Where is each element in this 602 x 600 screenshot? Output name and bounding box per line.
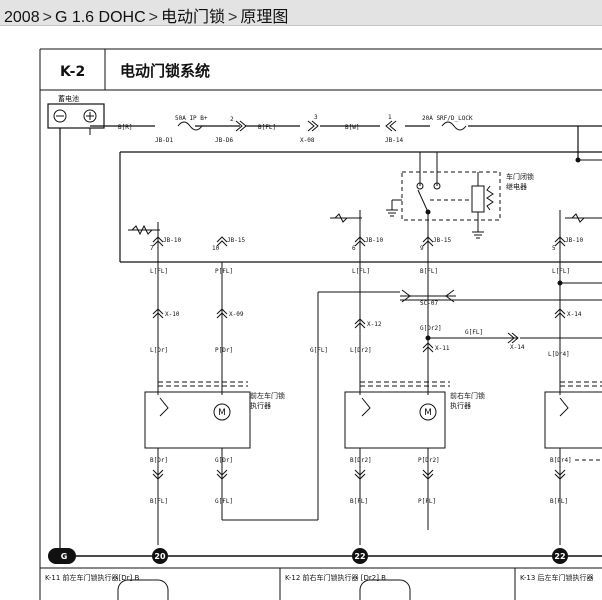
wire-label: G[FL] [310,347,328,354]
ground-label-20: 20 [154,552,166,561]
motor-icon: M [424,408,432,418]
connector-label: X-08 [300,137,315,144]
wire-label: L[FL] [352,268,370,275]
wire-label: B[R] [118,124,132,131]
pin-label: 7 [150,245,154,252]
breadcrumb-separator: > [227,9,238,26]
connector-title: K-13 后左车门锁执行器 [520,573,594,582]
wire-label: G[Dr] [215,457,233,464]
ground-marker-g [48,548,76,564]
ground-marker-22b [552,548,568,564]
actuator-label: 前右车门锁 [450,391,485,400]
relay-label: 车门闭锁 [506,172,534,181]
connector-label: JB-10 [565,237,583,244]
connector-label: X-12 [367,321,382,328]
wire-label: L[Dr4] [548,351,570,358]
pin-label: 10 [212,245,220,252]
diagram-title: 电动门锁系统 [120,62,210,80]
actuator-label: 前左车门锁 [250,391,285,400]
ground-marker-20 [152,548,168,564]
pin-label: 9 [420,245,424,252]
fuse-label: 20A SRF/D_LOCK [422,115,473,122]
wire-label: B[FL] [420,268,438,275]
wire-label: B[W] [345,124,359,131]
connector-label: JB-10 [163,237,181,244]
wire-label: G[Dr2] [420,325,442,332]
wire-label: P[FL] [418,498,436,505]
connector-title: K-12 前右车门锁执行器 [Dr2] B [285,573,386,582]
wire-label: P[Dr2] [418,457,440,464]
wire-label: B[Dr] [150,457,168,464]
pin-label: 6 [352,245,356,252]
wire-label: B[Dr2] [350,457,372,464]
breadcrumb-engine[interactable]: G 1.6 DOHC [54,9,146,26]
ground-marker-22a [352,548,368,564]
wire-label: L[FL] [552,268,570,275]
breadcrumb-system[interactable]: 电动门锁 [160,9,225,26]
actuator-label: 执行器 [450,401,471,410]
connector-label: JB-14 [385,137,403,144]
wire-label: G[FL] [465,329,483,336]
breadcrumb-year[interactable]: 2008 [4,9,40,26]
pin-label: 3 [314,114,318,121]
ground-label-g: G [61,552,68,561]
connector-label: X-10 [165,311,180,318]
diagram-code: K-2 [60,64,85,80]
breadcrumb-separator: > [148,9,158,26]
breadcrumb-separator: > [42,9,52,26]
wire-label: B[FL] [150,498,168,505]
wire-label: B[Dr4] [550,457,572,464]
connector-label: X-14 [510,344,525,351]
wire-label: B[FL] [550,498,568,505]
actuator-label: 执行器 [250,401,271,410]
pin-label: 1 [388,114,392,121]
connector-title: K-11 前左车门锁执行器[Dr] B [45,573,139,582]
relay-label: 继电器 [506,182,527,191]
splice-label: SC-07 [420,300,438,307]
wire-label: B[FL] [350,498,368,505]
motor-icon: M [218,408,226,418]
wire-label: P[Dr] [215,347,233,354]
connector-label: JB-15 [227,237,245,244]
connector-label: JB-10 [365,237,383,244]
connector-label: X-14 [567,311,582,318]
wire-label: G[FL] [215,498,233,505]
connector-label: JB-15 [433,237,451,244]
wire-label: B[FL] [258,124,276,131]
wire-label: L[Dr] [150,347,168,354]
breadcrumb: 2008>G 1.6 DOHC>电动门锁>原理图 [0,0,602,26]
connector-label: JB-D1 [155,137,173,144]
connector-label: X-09 [229,311,244,318]
wiring-diagram: G 20 22 22 M M K-2 电动门锁系统 蓄电池 B[R] 50A I… [39,48,602,600]
pin-label: 2 [230,116,234,123]
connector-label: X-11 [435,345,450,352]
wire-label: L[FL] [150,268,168,275]
breadcrumb-page: 原理图 [240,9,289,26]
ground-label-22b: 22 [554,552,565,561]
battery-label: 蓄电池 [58,94,79,103]
fuse-label: 50A IP B+ [175,115,208,122]
wire-label: P[FL] [215,268,233,275]
ground-label-22a: 22 [354,552,365,561]
connector-label: JB-D6 [215,137,233,144]
pin-label: 5 [552,245,556,252]
wire-label: L[Dr2] [350,347,372,354]
